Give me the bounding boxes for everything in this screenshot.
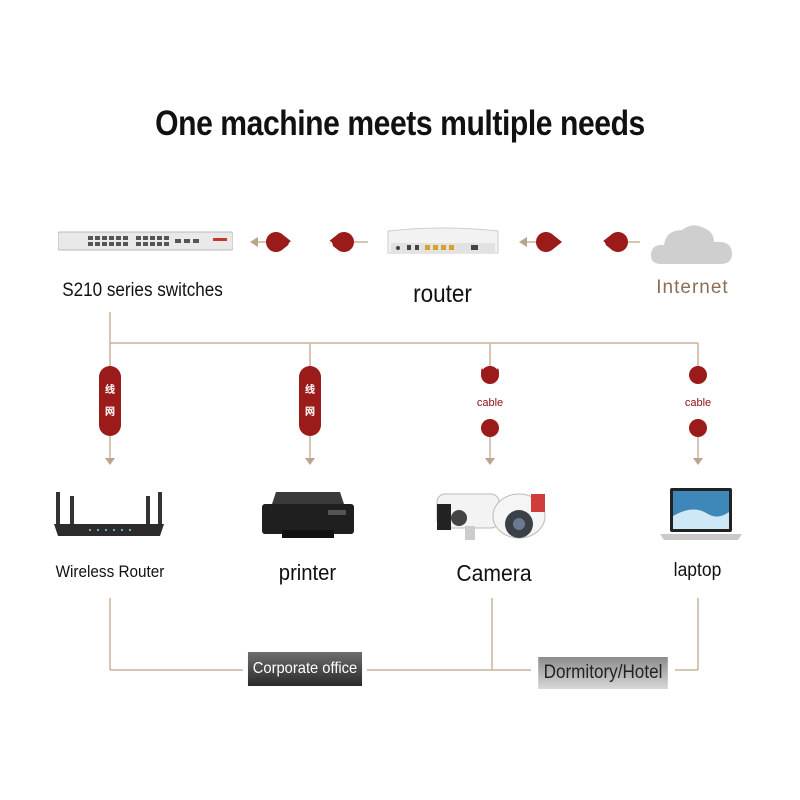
page-title: One machine meets multiple needs bbox=[155, 104, 645, 143]
router-label: router bbox=[413, 280, 472, 308]
wireless-router-icon bbox=[54, 492, 164, 536]
camera-icon bbox=[436, 493, 546, 540]
router-icon bbox=[387, 227, 499, 254]
wireless-router-label: Wireless Router bbox=[55, 562, 165, 581]
internet-label: Internet bbox=[656, 277, 729, 298]
cable-label-4: cable bbox=[684, 397, 712, 409]
printer-label: printer bbox=[278, 560, 337, 585]
switch-icon bbox=[58, 231, 233, 251]
cable-label-left: cable bbox=[287, 235, 334, 255]
vertical-tag-1: 线 网 bbox=[105, 385, 115, 418]
corporate-office-tag: Corporate office bbox=[247, 652, 363, 686]
laptop-label: laptop bbox=[673, 560, 722, 581]
cable-label-right: cable bbox=[560, 235, 607, 255]
laptop-icon bbox=[660, 488, 742, 540]
cable-label-3: cable bbox=[476, 397, 504, 409]
printer-icon bbox=[262, 492, 354, 538]
vertical-tag-2: 线 网 bbox=[305, 385, 315, 418]
switch-label: S210 series switches bbox=[62, 280, 223, 301]
cloud-icon bbox=[650, 225, 732, 264]
camera-label: Camera bbox=[456, 560, 532, 586]
dormitory-hotel-tag: Dormitory/Hotel bbox=[538, 657, 668, 689]
